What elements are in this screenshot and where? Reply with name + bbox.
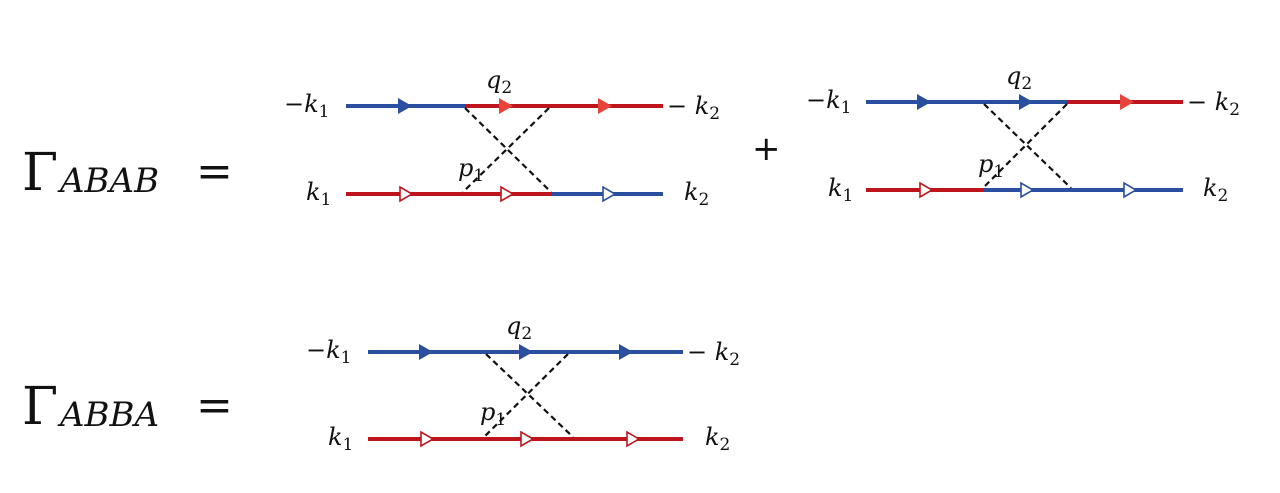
dashed-interaction-line <box>464 107 552 193</box>
arrow-filled-red <box>499 98 513 114</box>
equals-sign: = <box>196 380 233 431</box>
arrow-filled-blue <box>519 344 533 360</box>
arrow-open-red <box>919 181 934 199</box>
arrow-open-blue <box>1123 181 1138 199</box>
diagram-abab-1: −k1 − k2 k1 k2 q2 p1 <box>284 66 720 210</box>
equation-abba: Γ ABBA = <box>22 377 233 437</box>
label-k2: k2 <box>1203 174 1228 206</box>
arrow-open-blue <box>1020 181 1035 199</box>
dashed-interaction-line <box>485 353 574 438</box>
arrow-open-red <box>520 430 535 448</box>
label-p1: p1 <box>480 398 506 430</box>
label-k2: k2 <box>684 178 709 210</box>
label-q2: q2 <box>486 66 512 98</box>
arrow-filled-blue <box>398 98 412 114</box>
arrow-filled-red <box>598 98 612 114</box>
arrow-filled-red <box>1120 94 1134 110</box>
label-minus-k1: −k1 <box>306 336 351 368</box>
arrow-open-red <box>399 185 414 203</box>
label-minus-k1: −k1 <box>806 86 851 118</box>
arrow-filled-blue <box>917 94 931 110</box>
equation-abab: Γ ABAB = + <box>22 129 781 203</box>
label-k1: k1 <box>828 174 853 206</box>
label-p1: p1 <box>458 154 484 186</box>
arrow-open-blue <box>602 185 617 203</box>
diagram-abab-2: −k1 − k2 k1 k2 q2 p1 <box>806 62 1240 206</box>
label-p1: p1 <box>978 150 1004 182</box>
label-q2: q2 <box>1006 62 1032 94</box>
label-k1: k1 <box>306 178 331 210</box>
label-minus-k2: − k2 <box>687 338 740 370</box>
arrow-open-red <box>500 185 515 203</box>
arrow-filled-blue <box>419 344 433 360</box>
arrow-open-red <box>626 430 641 448</box>
gamma-symbol: Γ <box>22 143 58 203</box>
arrow-filled-blue <box>619 344 633 360</box>
equals-sign: = <box>196 146 233 197</box>
plus-sign: + <box>752 129 781 169</box>
gamma-symbol: Γ <box>22 377 58 437</box>
gamma-subscript: ABBA <box>57 395 159 435</box>
label-minus-k1: −k1 <box>284 90 329 122</box>
arrow-open-red <box>420 430 435 448</box>
label-k2: k2 <box>705 423 730 455</box>
label-k1: k1 <box>328 423 353 455</box>
dashed-interaction-line <box>983 103 1072 189</box>
label-minus-k2: − k2 <box>667 92 720 124</box>
gamma-subscript: ABAB <box>57 161 159 201</box>
dashed-interaction-line <box>462 107 550 193</box>
diagram-abba: −k1 − k2 k1 k2 q2 p1 <box>306 312 740 455</box>
label-minus-k2: − k2 <box>1187 88 1240 120</box>
arrow-filled-blue <box>1019 94 1033 110</box>
label-q2: q2 <box>506 312 532 344</box>
